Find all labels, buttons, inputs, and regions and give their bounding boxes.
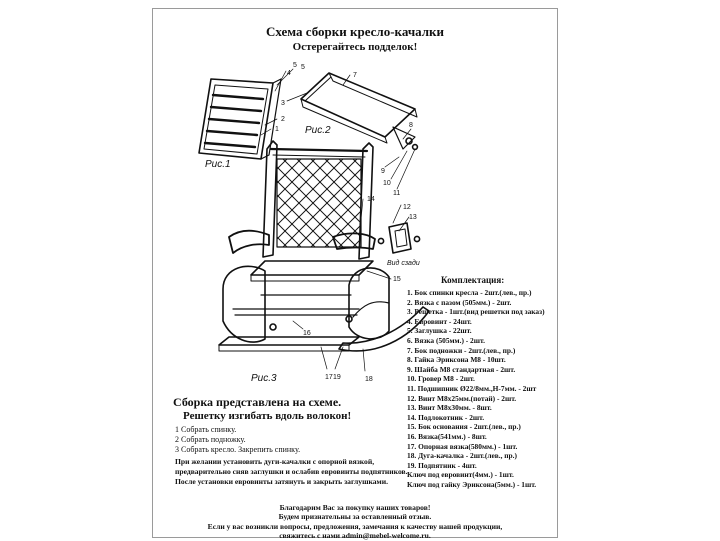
rear-view-label: Вид сзади [387,259,420,267]
fig2-label: Рис.2 [305,125,331,136]
callout-number: 18 [365,376,373,383]
kit-item: Ключ под евровинт(4мм.) - 1шт. [407,470,514,480]
footer-line: Если у вас возникли вопросы, предложения… [207,521,503,531]
backrest-panel-drawing [198,78,282,160]
callout-number: 5 [293,62,297,69]
kit-item: 17. Опорная вязка(580мм.) - 1шт. [407,441,518,451]
callout-number: 1 [275,126,279,133]
fig3-label: Рис.3 [251,373,277,384]
kit-title: Комплектация: [441,275,505,285]
callout-number: 19 [333,374,341,381]
kit-item: 7. Бок подножки - 2шт.(лев., пр.) [407,345,516,355]
callout-number: 11 [393,190,400,197]
kit-item: 8. Гайка Эриксона М8 - 10шт. [407,355,506,365]
callout-leaders [260,68,416,372]
footer: Благодарим Вас за покупку наших товаров!… [153,503,557,541]
chair-drawing [218,140,430,352]
kit-item: 10. Гровер М8 - 2шт. [407,374,475,384]
kit-item: 16. Вязка(541мм.) - 8шт. [407,431,487,441]
callout-number: 10 [383,180,391,187]
callout-number: 5 [301,64,305,71]
instruction-sheet: Схема сборки кресло-качалки Остерегайтес… [152,8,558,541]
kit-item: 9. Шайба М8 стандартная - 2шт. [407,364,516,374]
callout-number: 12 [403,204,411,211]
kit-item: 12. Винт М8х25мм.(потай) - 2шт. [407,393,517,403]
counterfeit-warning: Остерегайтесь подделок! [292,41,418,53]
kit-item: 11. Подшипник Ø22/8мм.,Н-7мм. - 2шт [407,383,537,393]
assembly-step: 3 Собрать кресло. Закрепить спинку. [175,445,301,454]
sheet-title: Схема сборки кресло-качалки [265,24,445,39]
kit-list: 1. Бок спинки кресла - 2шт.(лев., пр.) 2… [407,288,545,489]
callout-number: 8 [409,122,413,129]
kit-item: 18. Дуга-качалка - 2шт.(лев., пр.) [407,451,517,461]
footrest-drawing [300,72,419,151]
callout-number: 14 [367,196,375,203]
rear-view-detail [377,222,421,254]
lattice-grid [276,158,362,248]
kit-item: 4. Евровинт - 24шт. [407,316,472,326]
assembly-diagram: Рис.1 Рис.2 Рис.3 Вид сзади 5 4 5 3 2 1 … [198,62,430,384]
callout-number: 2 [281,116,285,123]
footer-line: Будем признательны за оставленный отзыв. [278,512,432,522]
kit-item: Ключ под гайку Эриксона(5мм.) - 1шт. [407,479,537,489]
kit-item: 6. Вязка (505мм.) - 2шт. [407,335,485,345]
assembly-subtitle: Решетку изгибать вдоль волокон! [183,410,352,422]
assembly-steps: 1 Собрать спинку. 2 Собрать подножку. 3 … [175,425,300,455]
callout-number: 9 [381,168,385,175]
assembly-title: Сборка представлена на схеме. [173,395,342,409]
kit-item: 19. Подпятник - 4шт. [407,460,477,470]
callout-number: 13 [409,214,417,221]
kit-item: 5. Заглушка - 22шт. [407,326,472,336]
callout-number: 16 [303,330,311,337]
kit-item: 2. Вязка с пазом (505мм.) - 2шт. [407,297,512,307]
callout-number: 7 [353,72,357,79]
kit-item: 1. Бок спинки кресла - 2шт.(лев., пр.) [407,288,532,297]
kit-item: 3. Решетка - 1шт.(вид решетки под заказ) [407,307,545,317]
callout-number: 17 [325,374,333,381]
kit-item: 14. Подлокотник - 2шт. [407,412,485,422]
callout-number: 3 [281,100,285,107]
assembly-note: При желании установить дуги-качалки с оп… [175,457,408,486]
fig1-label: Рис.1 [205,159,231,170]
kit-item: 15. Бок основания - 2шт.(лев., пр.) [407,422,521,432]
callout-number: 4 [287,70,291,77]
assembly-step: 2 Собрать подножку. [175,435,246,444]
footer-line: Благодарим Вас за покупку наших товаров! [279,503,431,512]
footer-line: свяжитесь с нами admin@mebel-welcome.ru. [279,531,431,541]
callout-number: 15 [393,276,401,283]
assembly-step: 1 Собрать спинку. [175,425,237,434]
kit-item: 13. Винт М8х30мм. - 8шт. [407,403,492,413]
